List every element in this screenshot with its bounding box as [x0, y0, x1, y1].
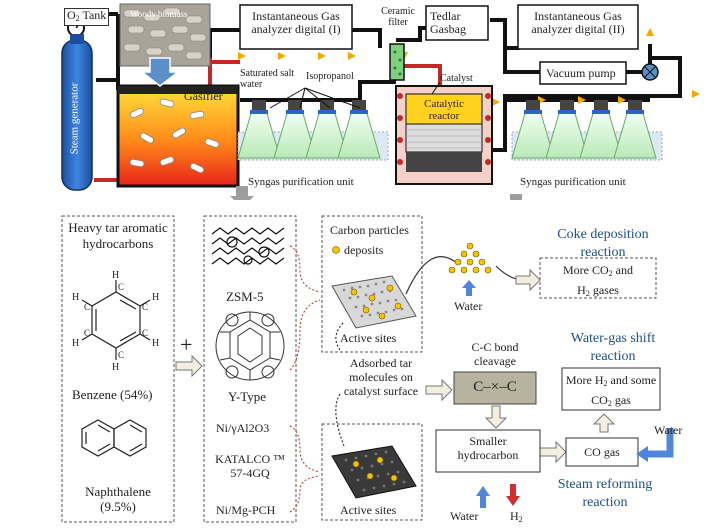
gasifier-label: Gasifier — [184, 89, 223, 103]
more-co2-label: More CO2 and H2 gases — [563, 263, 633, 298]
ytype-structure — [215, 311, 285, 381]
water-1-label: Water — [454, 299, 483, 313]
ytype-label: Y-Type — [228, 389, 267, 404]
water-up-arrow-2-icon — [476, 486, 490, 508]
h2-down-arrow-icon — [506, 484, 520, 506]
woody-biomass-image — [119, 3, 211, 87]
water-2-label: Water — [450, 509, 479, 523]
isopropanol-label: Isopropanol — [306, 71, 354, 82]
svg-text:C: C — [84, 328, 90, 338]
svg-text:H: H — [72, 338, 79, 349]
ceramic-filter — [389, 43, 405, 81]
ni-mg-label: Ni/Mg-PCH — [216, 503, 276, 517]
down-arrow-3-icon — [484, 405, 508, 429]
catalytic-reactor — [395, 81, 493, 185]
svg-text:C: C — [84, 302, 90, 312]
svg-text:H: H — [72, 292, 79, 303]
svg-text:H: H — [152, 292, 159, 303]
purification-unit-right — [511, 100, 663, 161]
zsm5-label: ZSM-5 — [226, 289, 264, 304]
vacuum-pump-label: Vacuum pump — [546, 66, 616, 80]
svg-text:C: C — [118, 350, 124, 360]
svg-text:C: C — [142, 328, 148, 338]
steam-generator-label: Steam generator — [68, 82, 81, 155]
right-arrow-4-icon — [539, 440, 567, 464]
ni-al2o3-label: Ni/γAl2O3 — [216, 421, 270, 435]
benzene-label: Benzene (54%) — [72, 387, 153, 402]
zsm5-structure — [211, 227, 285, 265]
svg-text:C: C — [142, 302, 148, 312]
mechanism-diagram: H H H H H H C C C C C C — [61, 215, 674, 523]
katalco-label: KATALCO ™ 57-4GQ — [215, 452, 285, 480]
o2-tank-label: O2 Tank — [64, 8, 110, 26]
steam-generator — [61, 34, 93, 191]
purification-left-label: Syngas purification unit — [248, 176, 354, 188]
up-arrow-4-icon — [592, 413, 616, 433]
right-arrow-2-icon — [515, 268, 541, 292]
analyzer-1-label: Instantaneous Gas analyzer digital (I) — [251, 9, 341, 36]
right-arrow-1-icon — [175, 354, 203, 378]
active-sites-sheet-top — [331, 275, 417, 329]
ceramic-filter-label: Ceramic filter — [381, 6, 415, 28]
svg-text:C: C — [118, 282, 124, 292]
h2-label: H2 — [510, 509, 523, 525]
apparatus-diagram — [61, 3, 700, 200]
coke-title: Coke deposition reaction — [557, 227, 649, 260]
tedlar-gasbag-label: Tedlar Gasbag — [430, 9, 466, 36]
right-arrow-3-icon — [425, 378, 453, 402]
co-gas-label: CO gas — [584, 445, 620, 459]
plus-sign: + — [180, 332, 193, 357]
woody-biomass-label: Woody biomass — [130, 9, 188, 19]
wgs-title: Water-gas shift reaction — [570, 331, 656, 364]
steam-reforming-title: Steam reforming reaction — [557, 477, 653, 510]
saturated-salt-water-label: Saturated salt water — [240, 68, 295, 90]
cc-glyph: C–×–C — [473, 379, 517, 395]
svg-text:H: H — [152, 338, 159, 349]
naphthalene-structure — [81, 419, 147, 457]
cc-bond-label: C-C bond cleavage — [471, 340, 519, 368]
active-sites-sheet-bottom — [331, 445, 417, 499]
smaller-hydrocarbon-label: Smaller hydrocarbon — [457, 434, 519, 462]
carbon-particle-legend — [332, 246, 340, 254]
water-up-arrow-1-icon — [462, 280, 476, 296]
more-h2-label: More H2 and some CO2 gas — [565, 373, 657, 408]
analyzer-2-label: Instantaneous Gas analyzer digital (II) — [531, 9, 625, 36]
catalyst-label: Catalyst — [440, 73, 473, 84]
water-left-arrow-icon — [636, 446, 648, 462]
catalytic-reactor-label: Catalytic reactor — [424, 98, 464, 122]
heavy-tar-label: Heavy tar aromatic hydrocarbons — [68, 220, 168, 251]
purification-right-label: Syngas purification unit — [520, 176, 626, 188]
carbon-particles-label: Carbon particles — [330, 223, 409, 237]
active-sites-1-label: Active sites — [340, 331, 397, 345]
deposits-label: deposits — [344, 243, 384, 257]
down-arrow-left-icon — [230, 186, 254, 200]
adsorbed-label: Adsorbed tar molecules on catalyst surfa… — [343, 356, 419, 398]
benzene-structure — [81, 280, 151, 360]
naphthalene-label: Naphthalene (9.5%) — [85, 484, 151, 514]
coke-particles — [448, 242, 492, 274]
down-arrow-right-icon — [510, 194, 522, 200]
water-3-label: Water — [654, 423, 683, 437]
svg-text:H: H — [112, 270, 119, 281]
purification-unit-left — [237, 100, 389, 161]
active-sites-2-label: Active sites — [340, 503, 397, 517]
svg-text:H: H — [112, 362, 119, 373]
